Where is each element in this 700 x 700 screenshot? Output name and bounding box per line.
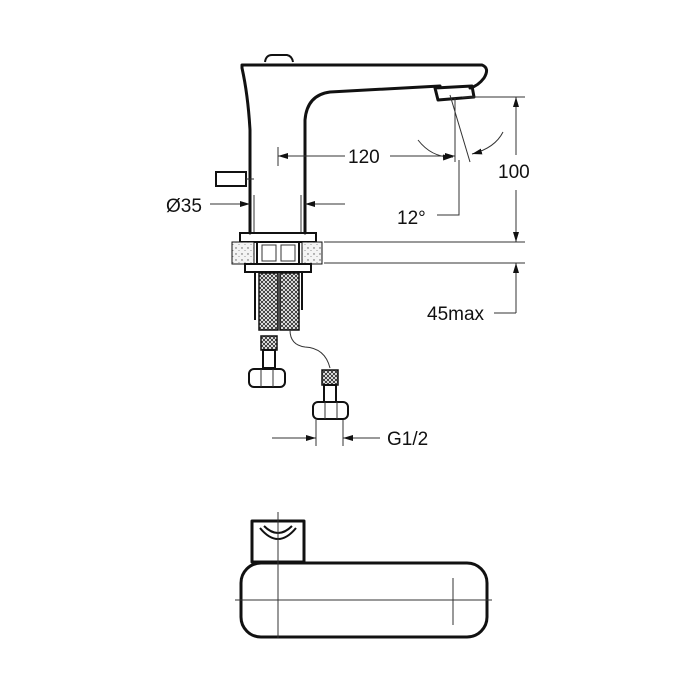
countertop-section-right (301, 241, 323, 265)
dim-spout-angle: 12° (397, 208, 426, 229)
dimensions: 120 12° Ø35 100 45max G1/2 (166, 94, 530, 450)
dim-body-diameter: Ø35 (166, 196, 202, 217)
faucet-body-outline (240, 63, 489, 235)
side-button (215, 171, 247, 187)
faucet-side-view (215, 54, 525, 420)
dim-spout-height: 100 (498, 162, 530, 183)
dim-max-counter-thickness: 45max (427, 304, 485, 325)
hex-nut-left (248, 368, 286, 388)
lever-top (264, 54, 294, 63)
hex-nut-right (312, 401, 349, 420)
supply-hose-left (258, 272, 279, 331)
faucet-top-view (235, 512, 492, 639)
mounting-washer (244, 263, 312, 273)
dim-connection-thread: G1/2 (387, 429, 428, 450)
countertop-section-left (231, 241, 255, 265)
aerator (433, 84, 476, 102)
dim-spout-reach: 120 (348, 147, 380, 168)
supply-hose-right (279, 272, 300, 331)
